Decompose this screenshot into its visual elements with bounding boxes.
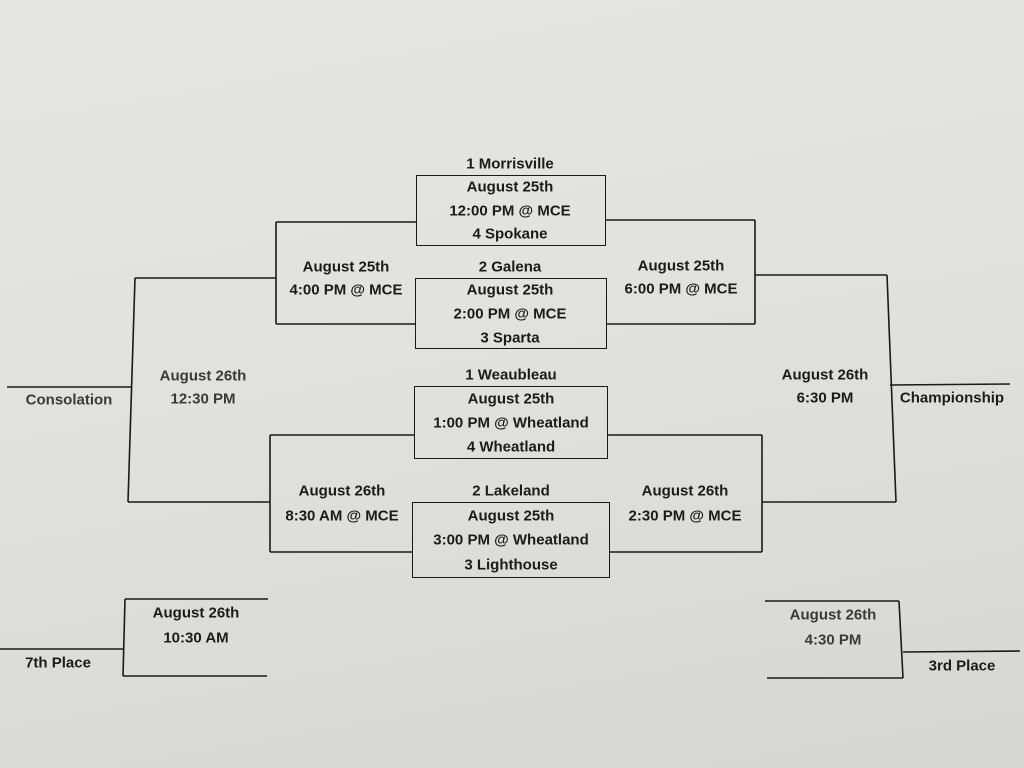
third-place-time: 4:30 PM [804, 631, 862, 649]
game-date: August 25th [466, 281, 554, 299]
lower-winners-date: August 26th [641, 482, 729, 500]
seventh-place-date: August 26th [152, 604, 240, 622]
upper-winners-time: 6:00 PM @ MCE [624, 280, 738, 298]
game-box-morrisville-spokane [416, 175, 606, 246]
seed-bottom-label: 4 Spokane [472, 225, 548, 243]
seventh-place-time: 10:30 AM [163, 629, 229, 647]
seventh-place-label: 7th Place [25, 654, 91, 672]
game-box-weaubleau-wheatland [414, 386, 608, 459]
consolation-label: Consolation [25, 391, 113, 409]
seed-top-label: 1 Morrisville [466, 155, 554, 173]
seed-top-label: 2 Galena [478, 258, 542, 276]
championship-final-time: 6:30 PM [796, 389, 854, 407]
championship-label: Championship [899, 389, 1005, 407]
seed-top-label: 2 Lakeland [472, 482, 550, 500]
seed-bottom-label: 4 Wheatland [466, 438, 556, 456]
lower-consolation-time: 8:30 AM @ MCE [285, 507, 399, 525]
lower-consolation-date: August 26th [298, 482, 386, 500]
upper-winners-date: August 25th [637, 257, 725, 275]
game-date: August 25th [467, 507, 555, 525]
game-date: August 25th [466, 178, 554, 196]
game-time: 1:00 PM @ Wheatland [433, 414, 589, 432]
upper-consolation-time: 4:00 PM @ MCE [289, 281, 403, 299]
game-box-lakeland-lighthouse [412, 502, 610, 578]
game-time: 2:00 PM @ MCE [453, 305, 567, 323]
third-place-label: 3rd Place [928, 657, 996, 675]
game-time: 3:00 PM @ Wheatland [433, 531, 589, 549]
championship-final-date: August 26th [781, 366, 869, 384]
game-date: August 25th [467, 390, 555, 408]
seed-bottom-label: 3 Lighthouse [464, 556, 558, 574]
seed-top-label: 1 Weaubleau [465, 366, 557, 384]
consolation-final-time: 12:30 PM [170, 390, 236, 408]
seed-bottom-label: 3 Sparta [480, 329, 540, 347]
third-place-date: August 26th [789, 606, 877, 624]
game-box-galena-sparta [415, 278, 607, 349]
lower-winners-time: 2:30 PM @ MCE [628, 507, 742, 525]
game-time: 12:00 PM @ MCE [449, 202, 571, 220]
consolation-final-date: August 26th [159, 367, 247, 385]
upper-consolation-date: August 25th [302, 258, 390, 276]
